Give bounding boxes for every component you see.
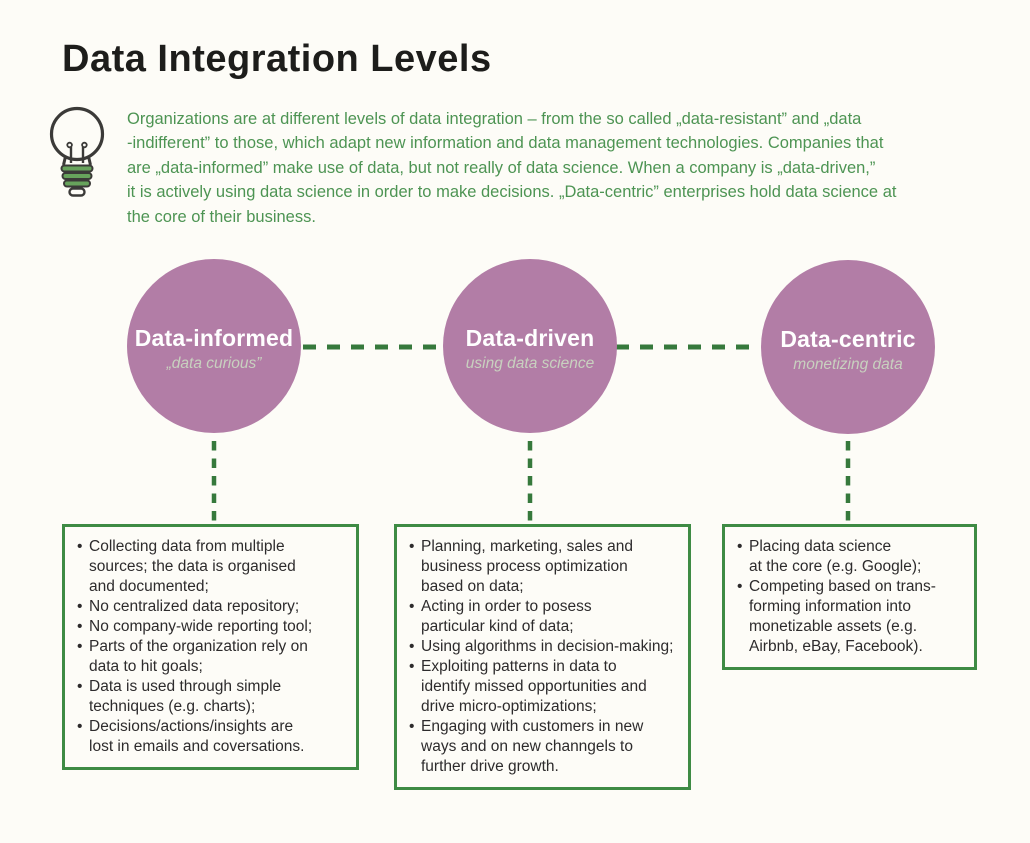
level-name: Data-driven [465,325,595,351]
bullet-item: • No company-wide reporting tool; [75,617,350,637]
intro-text-line: Organizations are at different levels of… [127,110,862,128]
bullet-dot-icon: • [409,538,415,555]
page-title: Data Integration Levels [62,38,492,80]
bullet-text: Decisions/actions/insights are lost in e… [89,718,305,755]
bullet-dot-icon: • [77,678,83,695]
bullet-dot-icon: • [737,578,743,595]
bullet-item: • Exploiting patterns in data to identify… [407,657,682,717]
bullet-item: • Using algorithms in decision-making; [407,637,682,657]
bullet-text: Planning, marketing, sales and business … [421,538,633,595]
bullet-item: • Engaging with customers in new ways and… [407,717,682,777]
bullet-item: • Planning, marketing, sales and business… [407,537,682,597]
bullet-item: • Parts of the organization rely on data … [75,637,350,677]
bullet-text: Using algorithms in decision-making; [421,638,674,655]
bullet-dot-icon: • [409,598,415,615]
bullet-text: Placing data science at the core (e.g. G… [749,538,922,575]
bullet-text: Collecting data from multiple sources; t… [89,538,296,595]
bullet-dot-icon: • [77,718,83,735]
level-circle-data-centric: Data-centric monetizing data [761,260,935,434]
bullet-item: • No centralized data repository; [75,597,350,617]
level-tagline: „data curious” [166,355,262,372]
level-name: Data-informed [134,325,294,351]
lightbulb-icon [49,106,105,197]
bullet-item: • Placing data science at the core (e.g. … [735,537,968,577]
bullet-text: Exploiting patterns in data to identify … [421,658,647,715]
bullet-text: Competing based on trans- forming inform… [749,578,936,655]
bullet-dot-icon: • [77,598,83,615]
bullet-text: Data is used through simple techniques (… [89,678,282,715]
bullet-item: • Data is used through simple techniques … [75,677,350,717]
bullet-text: Engaging with customers in new ways and … [421,718,644,775]
bullet-item: • Decisions/actions/insights are lost in … [75,717,350,757]
bullet-text: No centralized data repository; [89,598,300,615]
details-box-data-driven: • Planning, marketing, sales and business… [394,524,691,790]
bullet-list-data-informed: • Collecting data from multiple sources; … [75,537,350,757]
bullet-list-data-centric: • Placing data science at the core (e.g. … [735,537,968,657]
level-tagline: using data science [465,355,595,372]
bullet-text: Acting in order to posess particular kin… [421,598,592,635]
level-name: Data-centric [780,326,916,352]
bullet-dot-icon: • [409,718,415,735]
bullet-item: • Acting in order to posess particular ki… [407,597,682,637]
level-tagline: monetizing data [793,356,903,373]
details-box-data-informed: • Collecting data from multiple sources; … [62,524,359,770]
intro-text-line: are „data-informed” make use of data, bu… [127,158,876,177]
bullet-dot-icon: • [77,638,83,655]
intro-text-line: it is actively using data science in ord… [127,183,897,202]
level-circle-data-informed: Data-informed „data curious” [127,259,301,433]
bullet-dot-icon: • [409,658,415,675]
bullet-dot-icon: • [737,538,743,555]
bullet-text: Parts of the organization rely on data t… [89,638,308,675]
bullet-item: • Collecting data from multiple sources; … [75,537,350,597]
details-box-data-centric: • Placing data science at the core (e.g. … [722,524,977,670]
bullet-item: • Competing based on trans- forming infor… [735,577,968,657]
bullet-dot-icon: • [77,618,83,635]
intro-text-line: -indifferent” to those, which adapt new … [127,134,884,153]
bullet-text: No company-wide reporting tool; [89,618,313,635]
level-circle-data-driven: Data-driven using data science [443,259,617,433]
bullet-dot-icon: • [77,538,83,555]
intro-paragraph: Organizations are at different levels of… [127,107,1007,229]
bullet-dot-icon: • [409,638,415,655]
bullet-list-data-driven: • Planning, marketing, sales and business… [407,537,682,777]
intro-text-line: the core of their business. [127,207,316,226]
